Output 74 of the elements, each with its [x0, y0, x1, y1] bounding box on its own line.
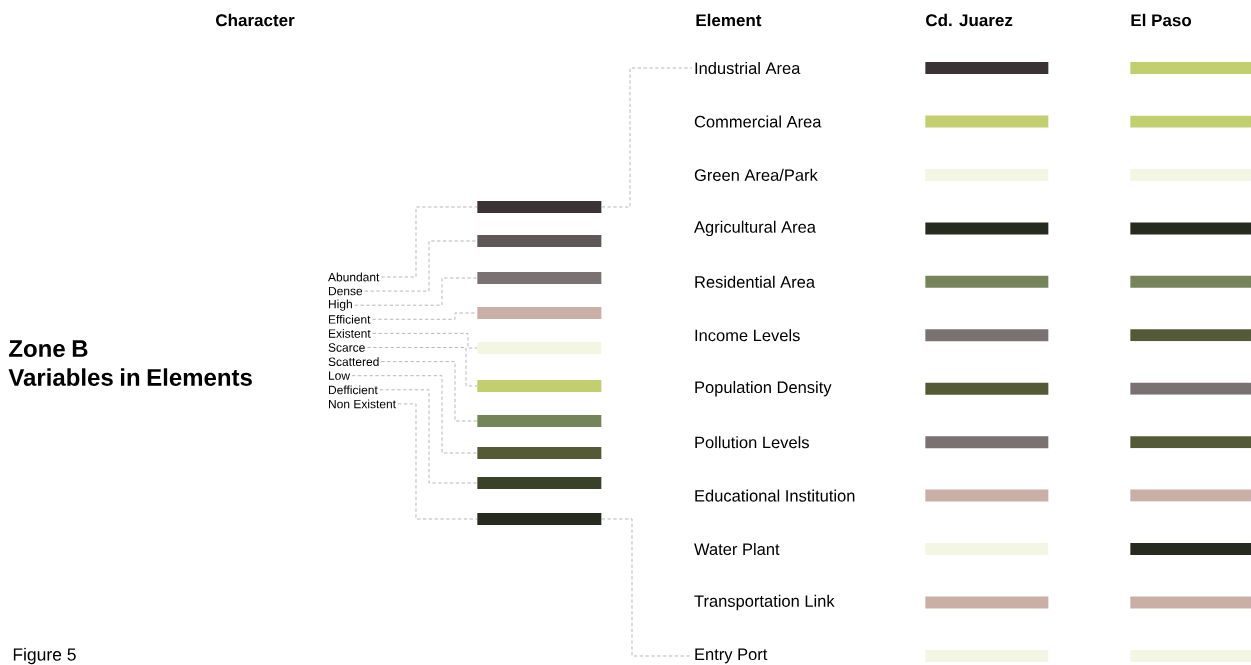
color-swatch [477, 272, 602, 284]
connector-line [601, 518, 693, 657]
color-bar [1130, 115, 1251, 128]
leader-line [372, 312, 478, 320]
color-bar [925, 650, 1049, 662]
color-bar [925, 329, 1049, 342]
color-swatch [477, 513, 602, 525]
variable-label: Abundant [328, 272, 380, 282]
column-header: Character [216, 13, 295, 27]
element-label: Industrial Area [695, 61, 801, 75]
element-label: Income Levels [695, 329, 800, 342]
color-bar [925, 168, 1049, 181]
element-label: Commercial Area [694, 115, 822, 128]
color-bar [925, 489, 1049, 502]
variable-label: Defficient [329, 385, 378, 395]
variable-label: High [329, 299, 352, 311]
leader-line [380, 361, 478, 422]
color-bar [925, 62, 1049, 74]
color-bar [925, 543, 1049, 555]
element-label: Agricultural Area [694, 220, 816, 237]
variable-label: Non Existent [329, 399, 396, 409]
variable-label: Efficient [329, 314, 371, 324]
column-header: Cd. Juarez [926, 13, 1013, 27]
color-swatch [477, 447, 602, 459]
color-swatch [477, 415, 602, 427]
variable-label: Scattered [328, 357, 379, 366]
connector-line [601, 67, 693, 208]
color-bar [1130, 436, 1251, 449]
leader-line [372, 332, 478, 349]
color-swatch [477, 201, 602, 213]
color-bar [925, 222, 1049, 235]
color-swatch [477, 342, 602, 354]
color-bar [1130, 62, 1251, 74]
element-label: Entry Port [695, 648, 768, 664]
color-bar [1130, 650, 1251, 662]
color-bar [1130, 382, 1251, 395]
element-label: Transportation Link [694, 594, 835, 611]
color-swatch [477, 380, 602, 392]
leader-line [354, 277, 478, 306]
color-bar [1130, 596, 1251, 609]
element-label: Educational Institution [695, 489, 855, 502]
figure-caption: Figure 5 [13, 647, 76, 665]
leader-line [379, 389, 478, 484]
title: Zone B Variables in Elements [8, 340, 252, 386]
element-label: Water Plant [694, 542, 780, 556]
leader-line [380, 206, 478, 278]
color-bar [1130, 329, 1251, 342]
element-label: Pollution Levels [695, 436, 809, 449]
color-bar [1130, 168, 1251, 181]
color-bar [1130, 222, 1251, 235]
color-bar [925, 115, 1049, 128]
element-label: Green Area/Park [694, 168, 818, 181]
color-swatch [477, 477, 602, 489]
color-bar [925, 596, 1049, 609]
color-bar [925, 382, 1049, 395]
color-bar [1130, 489, 1251, 502]
color-bar [925, 436, 1049, 449]
variable-label: Scarce [328, 343, 365, 352]
color-swatch [477, 235, 602, 247]
leader-line [351, 375, 478, 454]
column-header: El Paso [1131, 13, 1192, 27]
column-header: Element [696, 13, 762, 27]
color-swatch [477, 307, 602, 319]
element-label: Residential Area [695, 275, 816, 288]
variable-label: Dense [329, 286, 363, 296]
color-bar [1130, 275, 1251, 288]
variable-label: Low [329, 371, 351, 380]
color-bar [1130, 543, 1251, 555]
color-bar [925, 275, 1049, 288]
element-label: Population Density [695, 381, 832, 397]
leader-line [366, 347, 478, 387]
leader-line [397, 403, 478, 520]
variable-label: Existent [329, 329, 371, 338]
leader-line [364, 240, 478, 292]
